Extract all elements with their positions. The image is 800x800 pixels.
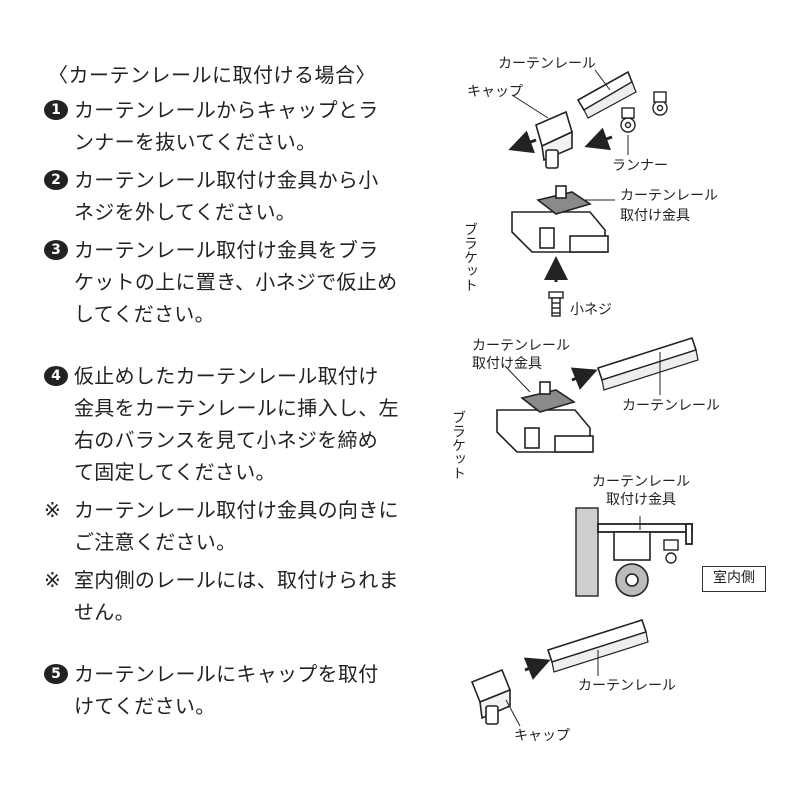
label-bracket: ブラケット: [462, 222, 478, 292]
bracket-illustration: [511, 211, 609, 253]
label-fitting2-1: カーテンレール: [472, 338, 570, 354]
step-text: 仮止めしたカーテンレール取付け 金具をカーテンレールに挿入し、左 右のバランスを…: [74, 364, 399, 484]
label-fitting2-2: 取付け金具: [472, 356, 542, 372]
label-runner: ランナー: [612, 158, 668, 174]
figure-attach-cap: カーテンレール キャップ: [470, 618, 676, 744]
wall-illustration: [575, 507, 599, 597]
note-text: 室内側のレールには、取付けられま せん。: [74, 568, 399, 624]
note-mark: ※: [44, 498, 61, 522]
note-mark: ※: [44, 568, 61, 592]
bracket-illustration: [496, 409, 594, 453]
leader-fitting2: [504, 365, 531, 393]
runner-illustration: [620, 91, 668, 133]
note-text: カーテンレール取付け金具の向きに ご注意ください。: [74, 498, 399, 554]
label-fitting-2: 取付け金具: [620, 208, 690, 224]
step-number: 2: [44, 170, 68, 190]
step-text: カーテンレールにキャップを取付 けてください。: [74, 662, 379, 718]
rail-body: [583, 81, 637, 119]
label-rail2: カーテンレール: [622, 398, 720, 414]
rail-section: [613, 531, 651, 597]
fitting-illustration: [520, 381, 576, 413]
step-number: 4: [44, 366, 68, 386]
label-rail: カーテンレール: [498, 56, 596, 72]
note-orientation: ※ カーテンレール取付け金具の向きに ご注意ください。: [44, 494, 424, 558]
assembly-illustrations: カーテンレール キャップ ランナー カー: [450, 56, 720, 744]
leader-rail: [594, 69, 611, 91]
label-rail3: カーテンレール: [578, 678, 676, 694]
label-cap: キャップ: [467, 84, 523, 100]
label-bracket2: ブラケット: [450, 410, 466, 480]
screw-icon: [548, 291, 564, 317]
figure-side-view: カーテンレール 取付け金具: [575, 474, 693, 597]
label-fitting-1: カーテンレール: [620, 188, 718, 204]
figure-insert-fitting: カーテンレール 取付け金具 カーテンレール ブラケット: [450, 336, 720, 480]
label-room-side: 室内側: [702, 566, 766, 592]
step-number: 5: [44, 664, 68, 684]
room-side-runner: [663, 539, 679, 564]
cap-illustration: [535, 110, 573, 169]
step-5: 5 カーテンレールにキャップを取付 けてください。: [44, 658, 424, 722]
rail-body: [551, 631, 649, 673]
step-4: 4 仮止めしたカーテンレール取付け 金具をカーテンレールに挿入し、左 右のバラン…: [44, 360, 424, 488]
rail-body: [601, 349, 699, 391]
step-number: 3: [44, 240, 68, 260]
instruction-text: 〈カーテンレールに取付ける場合〉 1 カーテンレールからキャップとラ ンナーを抜…: [44, 60, 424, 722]
figure-fitting-on-bracket: カーテンレール 取付け金具 ブラケット 小ネジ: [462, 185, 718, 318]
arrow-cap-out: [508, 130, 537, 154]
leader-cap: [511, 94, 549, 119]
step-text: カーテンレール取付け金具をブラ ケットの上に置き、小ネジで仮止め してください。: [74, 238, 398, 326]
arrow-cap-in: [523, 657, 551, 680]
step-2: 2 カーテンレール取付け金具から小 ネジを外してください。: [44, 164, 424, 228]
cap-illustration: [470, 668, 512, 725]
arrow-runner-out: [584, 127, 613, 151]
label-screw: 小ネジ: [570, 302, 612, 318]
step-3: 3 カーテンレール取付け金具をブラ ケットの上に置き、小ネジで仮止め してくださ…: [44, 234, 424, 330]
fitting-illustration: [536, 185, 592, 215]
step-number: 1: [44, 100, 68, 120]
step-text: カーテンレール取付け金具から小 ネジを外してください。: [74, 168, 379, 224]
step-text: カーテンレールからキャップとラ ンナーを抜いてください。: [74, 98, 379, 154]
arrow-insert: [570, 367, 598, 390]
section-heading: 〈カーテンレールに取付ける場合〉: [48, 63, 376, 87]
step-1: 1 カーテンレールからキャップとラ ンナーを抜いてください。: [44, 94, 424, 158]
figure-remove-cap: カーテンレール キャップ ランナー: [467, 56, 668, 174]
note-room-side: ※ 室内側のレールには、取付けられま せん。: [44, 564, 424, 628]
leader-cap2: [505, 699, 521, 727]
label-fitting3-1: カーテンレール: [592, 474, 690, 490]
label-cap2: キャップ: [514, 728, 570, 744]
label-fitting3-2: 取付け金具: [606, 492, 676, 508]
